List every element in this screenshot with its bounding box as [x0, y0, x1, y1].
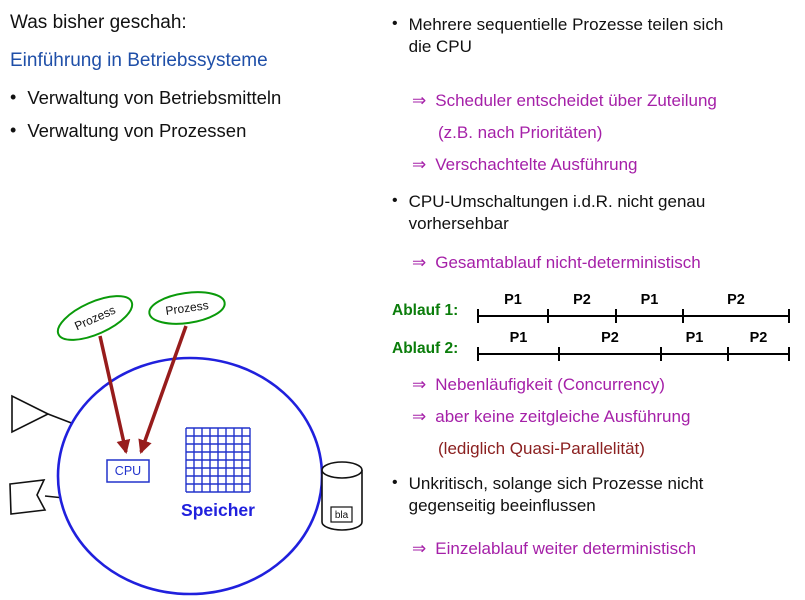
- bullet-glyph: •: [10, 120, 17, 141]
- implication-item: ⇒ Verschachtelte Ausführung: [412, 154, 638, 176]
- left-bullet-text: Verwaltung von Prozessen: [27, 120, 247, 142]
- process-label: Prozess: [165, 298, 210, 318]
- implication-text: Verschachtelte Ausführung: [435, 155, 638, 174]
- bullet-item: • Unkritisch, solange sich Prozesse nich…: [392, 473, 748, 517]
- timeline-segments: P1 P2 P1 P2: [477, 292, 790, 326]
- implication-item: ⇒ aber keine zeitgleiche Ausführung: [412, 406, 690, 428]
- peripheral-device-icon: [9, 479, 47, 515]
- timeline-row-label: Ablauf 2:: [392, 339, 459, 357]
- process-segment-label: P1: [640, 292, 659, 308]
- sub-note: (z.B. nach Prioritäten): [438, 123, 603, 142]
- implication-item: ⇒ Nebenläufigkeit (Concurrency): [412, 374, 665, 396]
- recap-title: Was bisher geschah:: [10, 12, 187, 33]
- process-segment-label: P1: [504, 292, 522, 308]
- implication-text: Nebenläufigkeit (Concurrency): [435, 375, 665, 394]
- process-to-cpu-arrow: [138, 325, 188, 454]
- implies-icon: ⇒: [412, 253, 427, 272]
- bullet-glyph: •: [392, 474, 398, 491]
- timeline-segment: P2: [558, 330, 661, 364]
- bullet-text: CPU-Umschaltungen i.d.R. nicht genau vor…: [408, 192, 706, 234]
- left-bullet-item: • Verwaltung von Prozessen: [10, 119, 382, 143]
- process-to-cpu-arrow: [98, 335, 131, 455]
- left-column: Was bisher geschah: Einführung in Betrie…: [10, 12, 382, 152]
- timeline-segment: P1: [477, 292, 548, 326]
- timeline-line: [478, 353, 789, 355]
- topic-heading: Einführung in Betriebssysteme: [10, 50, 268, 71]
- system-diagram: CPU Speicher bla Prozess Prozess: [0, 268, 400, 600]
- timeline-axis: P1 P2 P1 P2: [477, 292, 790, 326]
- process-segment-label: P2: [601, 330, 619, 346]
- implies-icon: ⇒: [412, 539, 427, 558]
- timeline-row: Ablauf 1: P1 P2 P1 P2: [392, 292, 792, 326]
- process-node: Prozess: [148, 291, 226, 325]
- timeline-segments: P1 P2 P1 P2: [477, 330, 790, 364]
- timeline-segment: P1: [477, 330, 559, 364]
- cpu-label: CPU: [115, 464, 141, 478]
- disk-cylinder-top: [321, 461, 363, 479]
- process-segment-label: P2: [573, 292, 591, 308]
- timeline-row: Ablauf 2: P1 P2 P1 P2: [392, 330, 792, 364]
- memory-label: Speicher: [181, 500, 255, 520]
- implication-text: aber keine zeitgleiche Ausführung: [435, 407, 691, 426]
- implication-text: Einzelablauf weiter deterministisch: [435, 539, 697, 558]
- system-diagram-svg: CPU Speicher bla Prozess Prozess: [9, 291, 363, 596]
- process-segment-label: P2: [727, 292, 745, 308]
- bullet-glyph: •: [392, 15, 398, 32]
- timeline-segment: P1: [615, 292, 683, 326]
- sub-note: (lediglich Quasi-Parallelität): [438, 439, 645, 458]
- bullet-glyph: •: [392, 192, 398, 209]
- timeline-segment: P2: [682, 292, 789, 326]
- bullet-item: • Mehrere sequentielle Prozesse teilen s…: [392, 14, 748, 58]
- timeline-segment: P2: [727, 330, 789, 364]
- implies-icon: ⇒: [412, 407, 427, 426]
- implication-item: ⇒ Scheduler entscheidet über Zuteilung: [412, 90, 717, 112]
- memory-grid: [185, 427, 251, 493]
- timeline-axis: P1 P2 P1 P2: [477, 330, 790, 364]
- process-segment-label: P1: [509, 330, 528, 346]
- implies-icon: ⇒: [412, 375, 427, 394]
- bullet-text: Mehrere sequentielle Prozesse teilen sic…: [408, 15, 724, 57]
- timeline-line: [478, 315, 789, 317]
- implication-text: Gesamtablauf nicht-deterministisch: [435, 253, 701, 272]
- disk-label-box: [330, 506, 353, 523]
- bullet-glyph: •: [10, 87, 17, 107]
- implies-icon: ⇒: [412, 155, 427, 174]
- implication-text: Scheduler entscheidet über Zuteilung: [435, 91, 717, 110]
- process-segment-label: P2: [749, 330, 768, 346]
- process-segment-label: P1: [685, 330, 704, 346]
- implication-item: ⇒ Gesamtablauf nicht-deterministisch: [412, 252, 701, 274]
- timeline-row-label: Ablauf 1:: [392, 301, 459, 319]
- implication-item: ⇒ Einzelablauf weiter deterministisch: [412, 538, 696, 560]
- cpu-box: [106, 459, 150, 483]
- bullet-text: Unkritisch, solange sich Prozesse nicht …: [408, 474, 704, 516]
- implies-icon: ⇒: [412, 91, 427, 110]
- timeline-segment: P2: [547, 292, 616, 326]
- bullet-item: • CPU-Umschaltungen i.d.R. nicht genau v…: [392, 191, 738, 235]
- left-bullet-item: • Verwaltung von Betriebsmitteln: [10, 86, 382, 110]
- process-node: Prozess: [56, 295, 134, 341]
- disk-label: bla: [335, 510, 349, 521]
- right-column: • Mehrere sequentielle Prozesse teilen s…: [388, 0, 802, 600]
- peripheral-connector: [47, 413, 75, 425]
- timeline-segment: P1: [660, 330, 728, 364]
- peripheral-device-icon: [11, 394, 50, 434]
- left-bullet-text: Verwaltung von Betriebsmitteln: [27, 87, 282, 108]
- schedule-timeline: Ablauf 1: P1 P2 P1 P2: [392, 292, 792, 366]
